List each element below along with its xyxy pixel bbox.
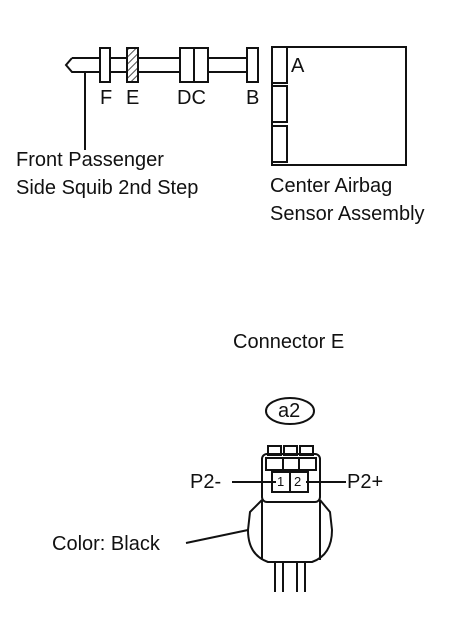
sensor-connector-a [271, 46, 288, 84]
color-label: Color: Black [52, 533, 160, 555]
squib-label-line1: Front Passenger [16, 149, 164, 171]
connector-head [261, 453, 321, 503]
connector-c-shape [193, 47, 209, 83]
connector-code-oval [265, 397, 315, 425]
connector-dc-label: DC [177, 87, 206, 109]
connector-e-shape [126, 47, 139, 83]
connector-code: a2 [278, 400, 301, 422]
squib-label-line2: Side Squib 2nd Step [16, 177, 199, 199]
pin-label-p2-plus: P2+ [347, 471, 384, 493]
connector-f-shape [99, 47, 111, 83]
sensor-connector-2 [271, 85, 288, 123]
connector-a-label: A [291, 55, 305, 77]
pin-label-p2-minus: P2- [190, 471, 222, 493]
pin-number-2: 2 [294, 474, 302, 489]
connector-view-title: Connector E [233, 331, 345, 353]
pin-number-1: 1 [277, 474, 285, 489]
connector-f-label: F [100, 87, 113, 109]
sensor-label-line2: Sensor Assembly [270, 203, 425, 225]
sensor-label-line1: Center Airbag [270, 175, 393, 197]
connector-b-shape [246, 47, 259, 83]
connector-b-label: B [246, 87, 260, 109]
connector-d-shape [179, 47, 195, 83]
connector-body [246, 499, 334, 563]
connector-e-label: E [126, 87, 140, 109]
sensor-connector-3 [271, 125, 288, 163]
squib-terminal-symbol [64, 57, 78, 73]
color-leader [185, 529, 249, 544]
